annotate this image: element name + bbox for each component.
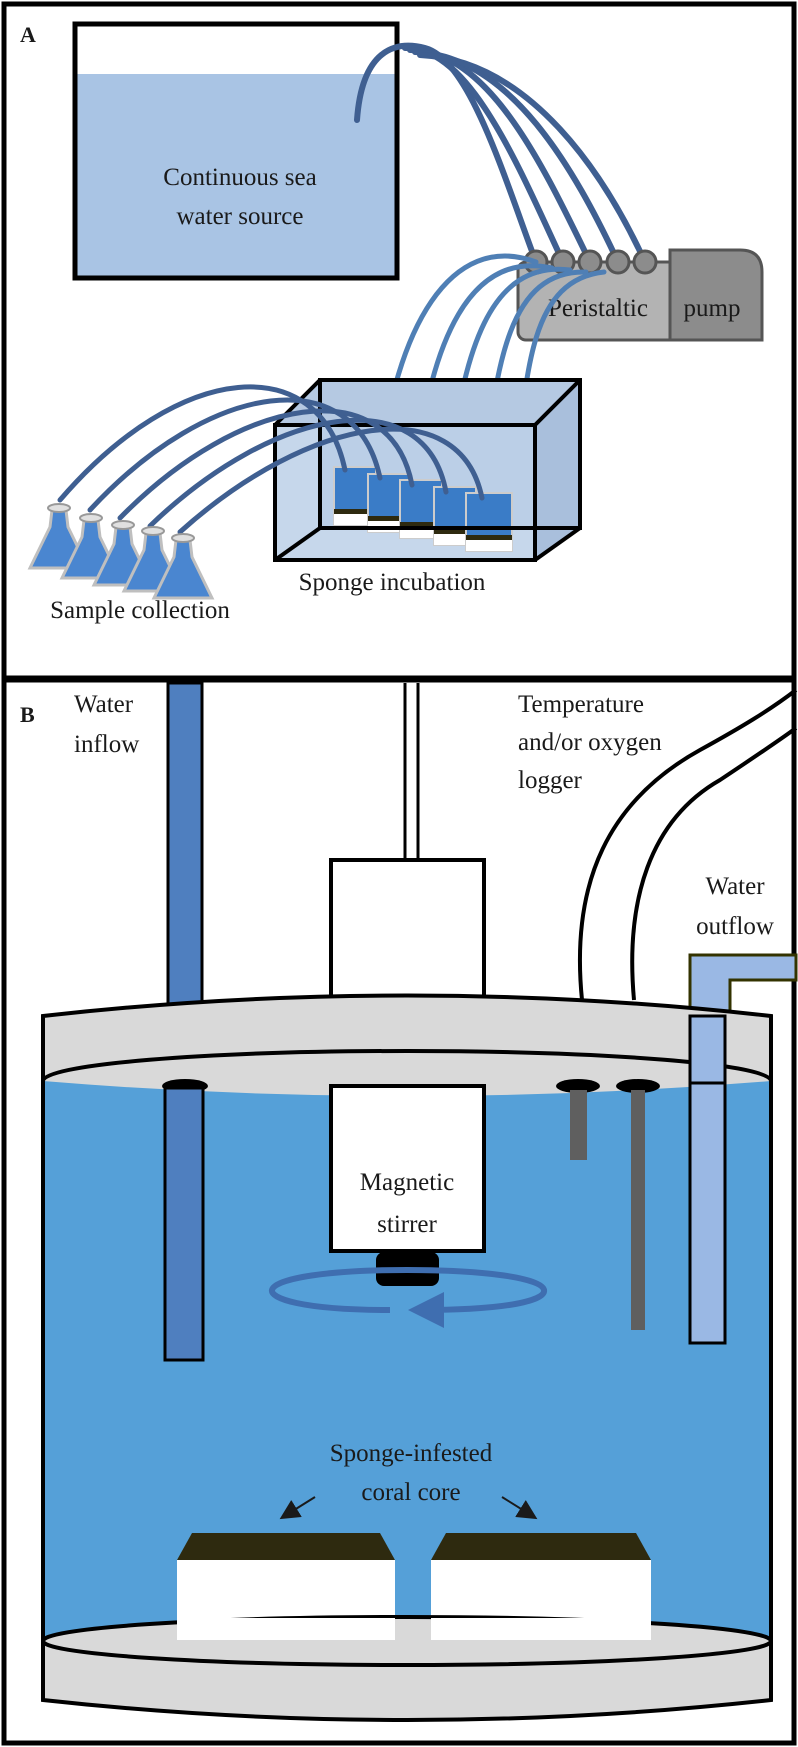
core-arrow-left: [279, 1496, 316, 1520]
sea-water-source-tank: Continuous sea water source: [72, 21, 400, 281]
source-to-pump-tubes: [354, 42, 648, 265]
inflow-label-line1: Water: [74, 691, 134, 718]
logger-cables: [577, 688, 798, 1001]
pump-label-pump: pump: [684, 295, 741, 322]
sample-collection-flasks: [27, 503, 215, 600]
outflow-label-line2: outflow: [696, 913, 774, 940]
vessel-base: [41, 1615, 773, 1722]
pump-rollers: [523, 249, 658, 275]
pump-label-peristaltic: Peristaltic: [548, 295, 648, 322]
panel-a-letter: A: [20, 22, 36, 47]
collection-flask: [151, 533, 215, 600]
incubation-label: Sponge incubation: [299, 569, 486, 596]
core-arrow-right: [501, 1496, 538, 1520]
incubation-chamber: [465, 492, 513, 552]
stirrer-label-line1: Magnetic: [360, 1169, 454, 1196]
logger-label-line3: logger: [518, 767, 583, 794]
box-side-face: [535, 380, 580, 560]
water-outflow-pipe-lower: [688, 1081, 727, 1345]
sponge-incubation-box: Sponge incubation: [273, 378, 582, 596]
stirring-direction-icon: [269, 1266, 547, 1328]
source-label-line1: Continuous sea: [163, 164, 316, 191]
water-inflow-pipe-lower: [163, 1086, 205, 1362]
peristaltic-pump: Peristaltic pump: [516, 248, 764, 342]
outflow-label-line1: Water: [705, 873, 765, 900]
panel-b: B Water inflow Temperature and/or oxygen…: [1, 677, 798, 1746]
temperature-probe: [570, 1090, 587, 1160]
source-water: [75, 74, 397, 278]
stirrer-motor-box: [329, 858, 486, 1002]
stirrer-housing: [329, 1084, 486, 1253]
oxygen-probe: [631, 1090, 645, 1330]
core-label-line1: Sponge-infested: [330, 1440, 493, 1467]
logger-label-line1: Temperature: [518, 691, 644, 718]
water-inflow-pipe-upper: [166, 681, 204, 1015]
panel-a: A Continuous sea water source: [1, 1, 797, 681]
stirrer-label-line2: stirrer: [377, 1211, 437, 1238]
collection-label: Sample collection: [50, 597, 230, 624]
source-label-line2: water source: [176, 203, 303, 230]
stirrer-drive: [329, 683, 486, 1002]
chamber-to-flask-tubes: [57, 384, 485, 535]
logger-label-line2: and/or oxygen: [518, 729, 662, 756]
pump-motor-housing: [668, 248, 764, 342]
core-label-line2: coral core: [361, 1479, 460, 1506]
panel-b-letter: B: [20, 702, 35, 727]
inflow-label-line2: inflow: [74, 731, 139, 758]
